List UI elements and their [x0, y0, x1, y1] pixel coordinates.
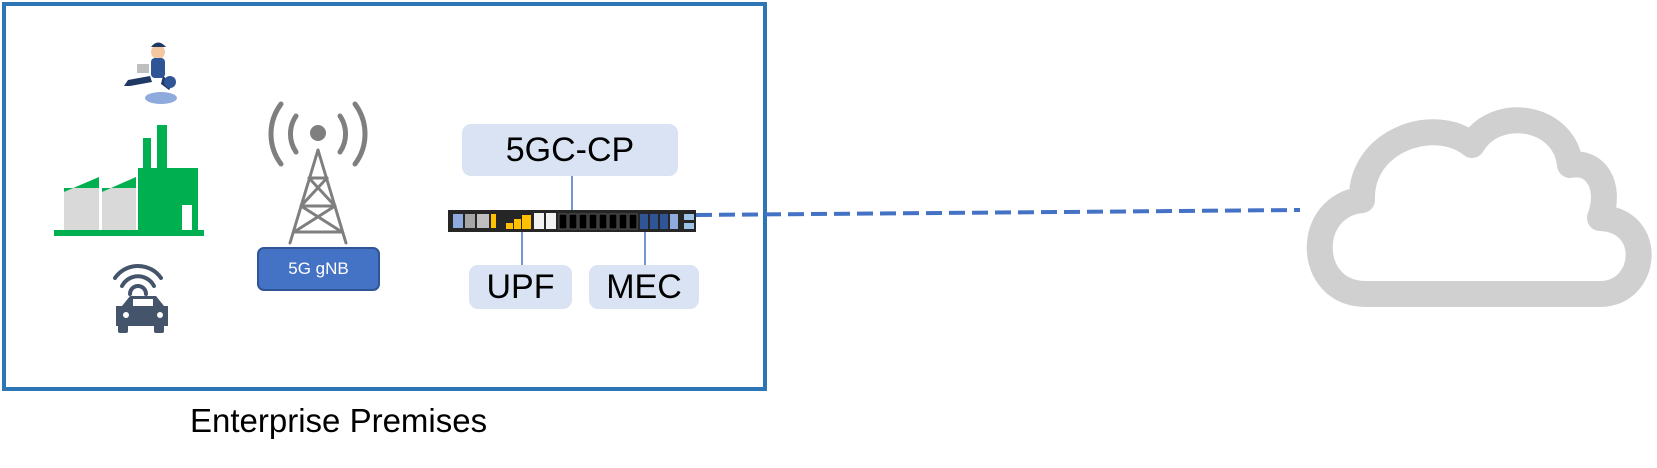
- cell-tower-icon: [268, 101, 368, 245]
- connected-car-icon: [113, 264, 163, 296]
- function-links: [521, 176, 646, 265]
- 5gc-cp-box: 5GC-CP: [462, 124, 678, 176]
- backhaul-link: [695, 208, 1301, 217]
- enterprise-premises-box: [2, 2, 767, 391]
- mec-box: MEC: [589, 265, 699, 309]
- car-body: [116, 296, 168, 333]
- cloud-icon: [1306, 107, 1652, 307]
- server-appliance-icon: [448, 210, 696, 232]
- gnb-box: 5G gNB: [257, 247, 380, 291]
- person-icon: [124, 42, 177, 104]
- upf-box: UPF: [469, 265, 572, 309]
- factory-icon: [54, 125, 204, 236]
- enterprise-premises-label: Enterprise Premises: [190, 402, 488, 439]
- antenna-dot: [310, 125, 326, 141]
